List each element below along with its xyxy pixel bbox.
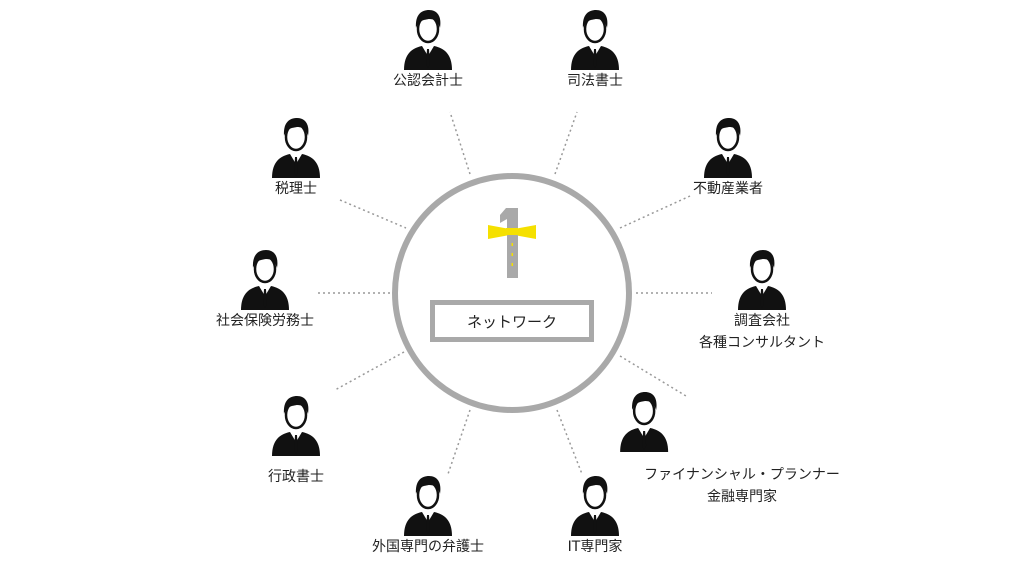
- connector-judicial-scrivener: [554, 111, 578, 175]
- node-cpa: 公認会計士: [393, 8, 463, 92]
- node-label: 調査会社: [734, 313, 790, 329]
- node-label: 外国専門の弁護士: [372, 539, 484, 555]
- person-icon: [704, 118, 752, 178]
- person-icon: [404, 476, 452, 536]
- logo-1-road-icon: [488, 208, 536, 278]
- network-label: ネットワーク: [430, 300, 594, 342]
- node-judicial-scrivener: 司法書士: [567, 8, 623, 92]
- connector-tax-accountant: [339, 199, 407, 229]
- person-icon: [571, 476, 619, 536]
- node-foreign-lawyer: 外国専門の弁護士: [372, 474, 484, 558]
- node-financial-planner: ファイナンシャル・プランナー金融専門家: [620, 390, 840, 508]
- connector-it: [556, 409, 583, 475]
- connector-cpa: [449, 111, 471, 175]
- node-administrative-scrivener: 行政書士: [268, 394, 324, 488]
- connector-administrative-scrivener: [334, 351, 405, 391]
- connector-foreign-lawyer: [447, 409, 471, 475]
- node-it: IT専門家: [567, 474, 623, 558]
- node-label: 司法書士: [567, 73, 623, 89]
- person-icon: [620, 392, 669, 452]
- node-research: 調査会社各種コンサルタント: [699, 248, 825, 354]
- node-label: 各種コンサルタント: [699, 335, 825, 351]
- node-label: ファイナンシャル・プランナー: [644, 467, 840, 483]
- person-icon: [241, 250, 289, 310]
- node-label: 公認会計士: [393, 73, 463, 89]
- person-icon: [571, 10, 619, 70]
- node-label: 不動産業者: [693, 181, 763, 197]
- node-label: IT専門家: [567, 539, 623, 555]
- node-labor-consultant: 社会保険労務士: [216, 248, 314, 332]
- connector-real-estate: [619, 195, 691, 229]
- person-icon: [272, 118, 320, 178]
- node-label: 社会保険労務士: [216, 313, 314, 329]
- node-label: 行政書士: [268, 469, 324, 485]
- center-ring: [392, 173, 632, 413]
- node-label: 税理士: [275, 181, 317, 197]
- node-tax-accountant: 税理士: [268, 116, 324, 200]
- node-real-estate: 不動産業者: [693, 116, 763, 200]
- person-icon: [272, 396, 320, 456]
- person-icon: [738, 250, 786, 310]
- node-label: 金融専門家: [706, 489, 777, 505]
- person-icon: [404, 10, 452, 70]
